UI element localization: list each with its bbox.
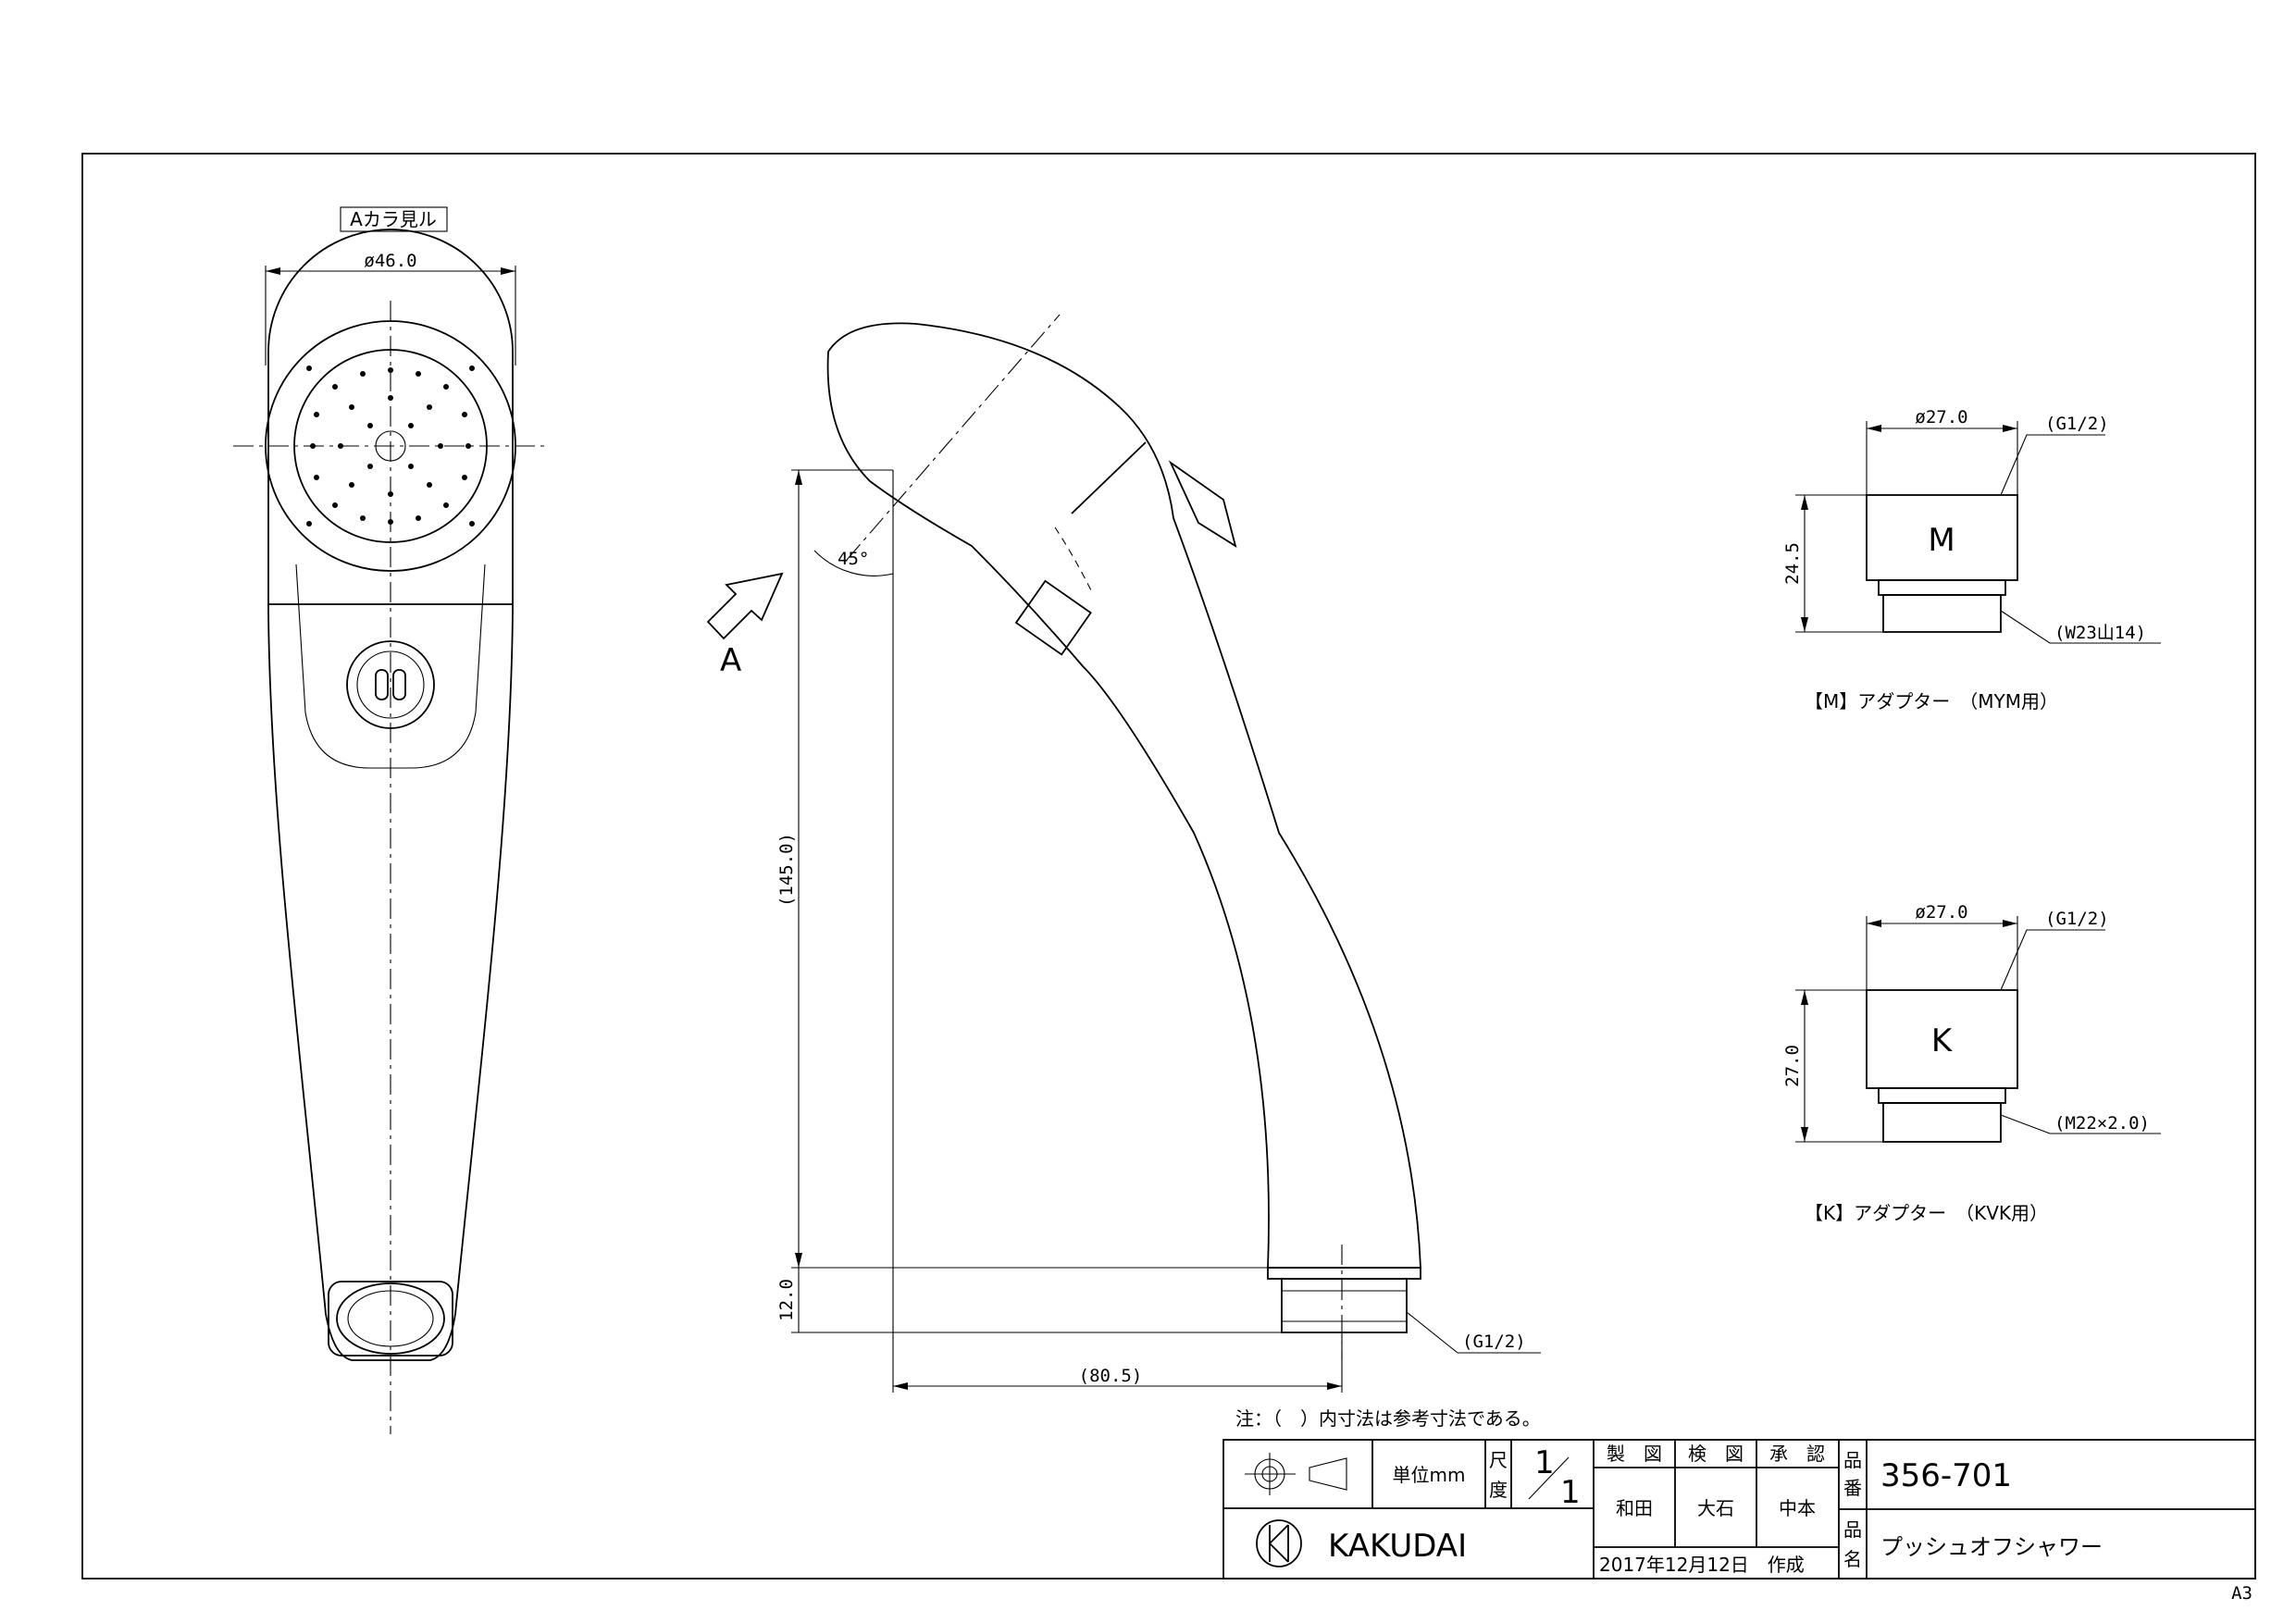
push-button-icon <box>375 669 389 700</box>
front-view: Aカラ見ル ø46.0 <box>233 206 548 1434</box>
view-label-box <box>340 206 448 232</box>
adapter-k-caption: 【K】アダプター （KVK用） <box>1805 1202 2048 1224</box>
part-no-label-1: 品 <box>1843 1449 1862 1471</box>
adapter-k-thread-top: (G1/2) <box>2045 909 2109 929</box>
thread-label: (G1/2) <box>1462 1332 1526 1352</box>
adapter-m-thread-bottom: (W23山14) <box>2054 623 2146 643</box>
adapter-m-height: 24.5 <box>1782 542 1803 585</box>
scale-numerator: 1 <box>1534 1444 1555 1481</box>
approved-label: 承 認 <box>1769 1443 1825 1465</box>
drawn-by: 和田 <box>1616 1497 1653 1519</box>
part-number: 356-701 <box>1880 1457 2012 1494</box>
side-view: A 45° (145.0) 12.0 (80.5) (G1/2) <box>706 314 1541 1393</box>
thread-height-label: 12.0 <box>776 1279 797 1321</box>
title-block: 単位mm 尺 度 1 1 KAKUDAI 製 図 検 図 承 認 和田 大石 中… <box>1222 1439 2256 1580</box>
angle-label: 45° <box>838 549 869 569</box>
scale-label-2: 度 <box>1489 1479 1508 1501</box>
sheet-size-label: A3 <box>2231 1583 2253 1604</box>
adapter-m-caption: 【M】アダプター （MYM用） <box>1805 690 2058 712</box>
adapter-k: ø27.0 (G1/2) K 27.0 (M22×2.0) 【K】アダプター （… <box>1782 902 2161 1224</box>
adapter-k-letter: K <box>1931 1022 1954 1059</box>
side-hose-connector <box>1281 1278 1408 1333</box>
drawing-note: 注：（ ）内寸法は参考寸法である。 <box>1235 1407 1541 1430</box>
side-button <box>1014 579 1092 656</box>
kakudai-logo: KAKUDAI <box>1256 1519 1467 1567</box>
shower-body-outline <box>267 229 514 1361</box>
adapter-k-diameter: ø27.0 <box>1915 902 1967 923</box>
name-label-2: 名 <box>1843 1548 1862 1570</box>
adapter-m-letter: M <box>1928 522 1955 559</box>
view-label: Aカラ見ル <box>350 208 437 230</box>
adapter-m-diameter: ø27.0 <box>1915 407 1967 427</box>
height-label: (145.0) <box>776 833 797 907</box>
adapter-m: ø27.0 (G1/2) M 24.5 (W23山14) 【M】アダプター （M… <box>1782 407 2161 712</box>
unit-label: 単位mm <box>1393 1464 1466 1486</box>
checked-label: 検 図 <box>1688 1443 1744 1465</box>
approved-by: 中本 <box>1779 1497 1816 1519</box>
part-name: プッシュオフシャワー <box>1880 1534 2103 1560</box>
shower-side-outline <box>826 322 1421 1269</box>
projection-symbol <box>1245 1453 1347 1495</box>
drawn-label: 製 図 <box>1607 1443 1662 1465</box>
adapter-k-thread-bottom: (M22×2.0) <box>2054 1113 2150 1134</box>
checked-by: 大石 <box>1697 1497 1734 1519</box>
name-label-1: 品 <box>1843 1518 1862 1541</box>
diameter-label: ø46.0 <box>364 251 416 271</box>
part-no-label-2: 番 <box>1843 1477 1862 1499</box>
adapter-m-thread-top: (G1/2) <box>2045 414 2109 434</box>
view-arrow-label: A <box>720 642 741 679</box>
scale-label-1: 尺 <box>1489 1449 1508 1471</box>
sheet-border <box>81 153 2256 1580</box>
view-arrow <box>706 572 784 640</box>
adapter-k-height: 27.0 <box>1782 1045 1803 1087</box>
drawing-date: 2017年12月12日 作成 <box>1599 1554 1805 1576</box>
brand-logotype: KAKUDAI <box>1328 1528 1467 1565</box>
width-label: (80.5) <box>1079 1366 1143 1386</box>
scale-denominator: 1 <box>1560 1474 1581 1511</box>
